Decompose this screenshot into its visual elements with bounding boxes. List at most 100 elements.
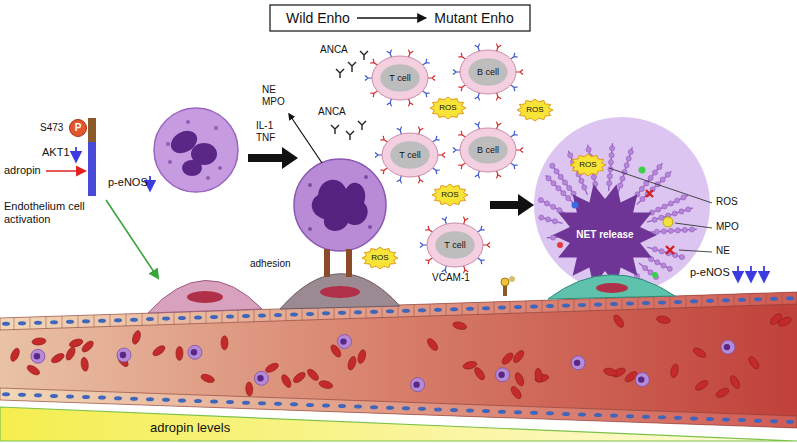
neutrophil bbox=[218, 166, 222, 170]
vessel-cells bbox=[31, 349, 45, 363]
vessel-cells bbox=[722, 298, 730, 302]
net-granule bbox=[646, 190, 653, 197]
cell-outline bbox=[370, 91, 377, 97]
net-fiber bbox=[567, 185, 572, 190]
adhesion-bars bbox=[346, 249, 352, 277]
cell-outline bbox=[496, 93, 501, 100]
vessel-cells bbox=[482, 409, 490, 413]
net-fiber bbox=[656, 207, 661, 212]
vessel-cells bbox=[254, 371, 268, 385]
cell-outline bbox=[442, 217, 447, 224]
vessel-cells bbox=[174, 312, 175, 324]
vessel-cells bbox=[670, 363, 680, 378]
vessel-cells bbox=[322, 403, 330, 407]
vessel-cells bbox=[721, 340, 735, 354]
vessel-cells bbox=[418, 407, 426, 411]
vessel-cells bbox=[322, 311, 330, 315]
node-text: B cell bbox=[477, 67, 499, 77]
net-granule bbox=[639, 167, 646, 174]
net-fiber bbox=[668, 228, 673, 233]
net-fiber bbox=[562, 180, 567, 185]
antibody bbox=[331, 125, 339, 134]
net-fiber bbox=[607, 174, 612, 179]
release-arrow bbox=[289, 114, 322, 163]
cell-outline bbox=[516, 70, 523, 75]
antibody bbox=[331, 51, 368, 140]
vessel-cells bbox=[194, 316, 202, 320]
vessel-cells bbox=[382, 306, 383, 318]
leader-line bbox=[679, 250, 712, 252]
vessel-cells bbox=[594, 302, 602, 306]
node-text: ROS bbox=[439, 103, 456, 112]
cell-outline bbox=[511, 131, 518, 137]
net-granule bbox=[663, 217, 673, 227]
annotation-label: adropin bbox=[4, 164, 41, 177]
cell-outline bbox=[397, 127, 402, 134]
vessel-cells bbox=[337, 335, 351, 349]
vessel-cells bbox=[146, 317, 154, 321]
net-fiber bbox=[540, 200, 566, 214]
vessel-cells bbox=[706, 299, 714, 303]
cell-outline bbox=[418, 127, 423, 134]
annotation-label: p-eNOS bbox=[690, 266, 730, 279]
vessel-cells bbox=[18, 321, 26, 325]
block-arrow bbox=[490, 194, 534, 216]
vessel-cells bbox=[34, 393, 42, 397]
cell-outline bbox=[475, 122, 480, 129]
cell-outline bbox=[365, 76, 372, 81]
cell-outline bbox=[382, 133, 438, 177]
connector-arrow bbox=[357, 17, 426, 18]
down-arrow bbox=[149, 176, 151, 190]
net-granule bbox=[652, 272, 658, 278]
net-fiber bbox=[628, 149, 633, 154]
vessel-cells bbox=[769, 312, 784, 327]
vessel-cells bbox=[530, 305, 538, 309]
cell-outline bbox=[408, 50, 413, 57]
vessel-cells bbox=[535, 368, 543, 383]
vessel-cells bbox=[131, 330, 142, 345]
cell-outline bbox=[496, 171, 501, 178]
net-fiber bbox=[652, 247, 657, 252]
neutrophil bbox=[294, 159, 386, 251]
net-fiber bbox=[586, 147, 591, 152]
vessel-cells bbox=[430, 304, 431, 316]
vessel-cells bbox=[724, 344, 730, 350]
vessel-cells bbox=[31, 349, 45, 363]
vessel-cells bbox=[114, 396, 122, 400]
vessel-cells bbox=[514, 305, 522, 309]
vessel-cells bbox=[526, 301, 527, 313]
star-outline bbox=[430, 97, 466, 119]
vessel-cells bbox=[340, 338, 346, 344]
cell-outline bbox=[425, 226, 432, 232]
cell-outline bbox=[380, 136, 387, 142]
node-text: ROS bbox=[371, 253, 388, 262]
vessel-cells bbox=[434, 308, 442, 312]
vessel-cells bbox=[338, 404, 346, 408]
leader-line bbox=[609, 168, 712, 203]
cell-outline bbox=[380, 168, 387, 174]
cell-outline bbox=[387, 50, 392, 57]
annotation-label: IL-1 TNF bbox=[256, 120, 275, 143]
vessel-cells bbox=[578, 412, 586, 416]
vessel-cells bbox=[462, 303, 463, 315]
endothelial-cell bbox=[280, 274, 400, 309]
endothelial-cell bbox=[187, 291, 223, 303]
vessel-cells bbox=[306, 403, 314, 407]
vessel bbox=[0, 292, 797, 428]
vessel-cells bbox=[562, 304, 570, 308]
net-granule bbox=[572, 202, 579, 209]
net-cloud bbox=[534, 117, 710, 293]
net-fiber bbox=[557, 208, 562, 213]
vessel-cells bbox=[500, 351, 515, 366]
vessel-cells bbox=[357, 349, 367, 364]
net-fiber bbox=[591, 174, 596, 179]
vessel-cells bbox=[258, 401, 266, 405]
vessel-cells bbox=[462, 360, 477, 370]
annotation-label: NET release bbox=[576, 229, 633, 241]
vessel-cells bbox=[514, 371, 526, 387]
net-fiber bbox=[620, 176, 625, 181]
vessel-cells bbox=[50, 352, 66, 365]
vessel-cells bbox=[274, 313, 282, 317]
vessel-cells bbox=[82, 395, 90, 399]
vessel-cells bbox=[635, 373, 649, 387]
